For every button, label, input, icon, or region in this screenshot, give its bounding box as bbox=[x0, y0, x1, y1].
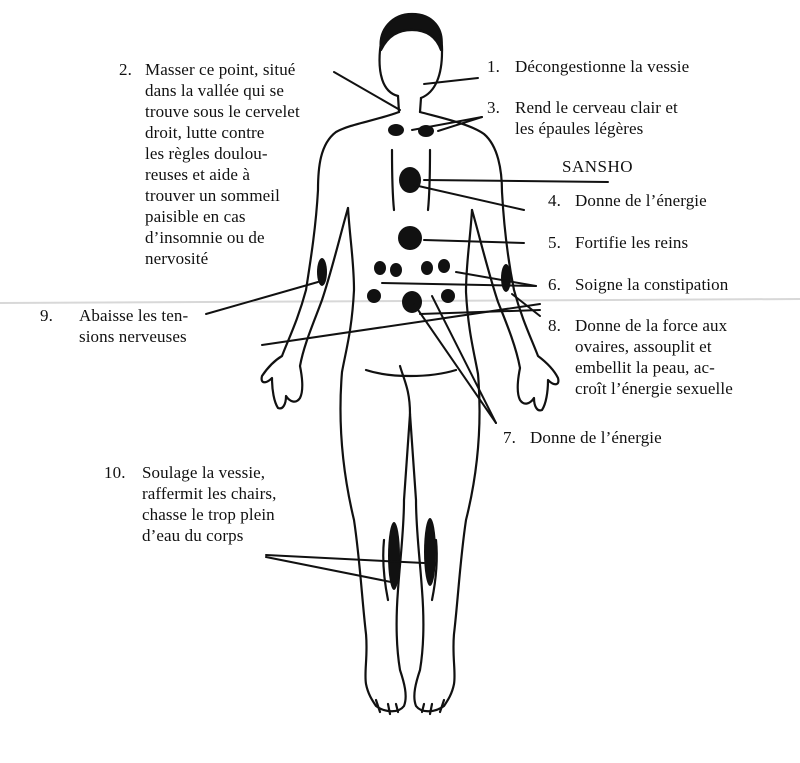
right-knee-line bbox=[430, 538, 438, 602]
leader-6-b bbox=[455, 271, 537, 287]
pressure-points bbox=[317, 124, 511, 590]
label-5: 5. Fortifie les reins bbox=[548, 232, 688, 253]
label-5-text: Fortifie les reins bbox=[575, 233, 689, 252]
sansho-label: SANSHO bbox=[562, 157, 634, 176]
right-arm-outline bbox=[418, 110, 560, 412]
label-1: 1. Décongestionne la vessie bbox=[487, 56, 689, 77]
hip-line bbox=[364, 368, 458, 378]
label-2-number: 2. bbox=[119, 60, 132, 79]
leader-sansho bbox=[423, 179, 609, 183]
label-2-text: Masser ce point, situé dans la vallée qu… bbox=[145, 60, 300, 268]
label-7: 7. Donne de l’énergie bbox=[503, 427, 662, 448]
leader-7-a bbox=[413, 303, 497, 424]
label-10-text: Soulage la vessie, raffermit les chairs,… bbox=[142, 463, 277, 545]
left-knee-line bbox=[382, 538, 390, 602]
leader-8-c bbox=[511, 293, 541, 317]
label-7-number: 7. bbox=[503, 428, 516, 447]
label-4-text: Donne de l’énergie bbox=[575, 191, 707, 210]
hair-shape bbox=[379, 12, 443, 52]
leader-10-b bbox=[265, 556, 397, 584]
leader-3-b bbox=[437, 116, 483, 132]
label-8-number: 8. bbox=[548, 316, 561, 335]
label-8-text: Donne de la force aux ovaires, assouplit… bbox=[575, 316, 733, 398]
label-3-text: Rend le cerveau clair et les épaules lég… bbox=[515, 98, 678, 138]
leader-9 bbox=[205, 281, 319, 315]
point-7-right bbox=[441, 289, 455, 303]
left-foot-toes bbox=[374, 698, 400, 716]
label-2: 2. Masser ce point, situé dans la vallée … bbox=[119, 59, 300, 269]
label-6-text: Soigne la constipation bbox=[575, 275, 729, 294]
leader-1 bbox=[423, 77, 479, 85]
buttock-line bbox=[398, 364, 412, 416]
leader-8-b bbox=[419, 309, 541, 315]
label-9: 9. Abaisse les ten- sions nerveuses bbox=[40, 305, 188, 347]
point-3-left bbox=[388, 124, 404, 136]
label-10: 10. Soulage la vessie, raffermit les chai… bbox=[104, 462, 276, 546]
point-6-c bbox=[421, 261, 433, 275]
torso-left bbox=[339, 206, 412, 713]
paper-fold-line bbox=[0, 298, 800, 304]
label-8: 8. Donne de la force aux ovaires, assoupl… bbox=[548, 315, 733, 399]
label-1-number: 1. bbox=[487, 57, 500, 76]
point-9-left bbox=[317, 258, 327, 286]
label-9-number: 9. bbox=[40, 306, 53, 325]
leader-7-b bbox=[431, 295, 497, 424]
neck-right bbox=[418, 96, 423, 114]
right-foot-toes bbox=[420, 698, 446, 716]
label-10-number: 10. bbox=[104, 463, 126, 482]
label-4: 4. Donne de l’énergie bbox=[548, 190, 707, 211]
leader-5 bbox=[423, 239, 525, 244]
chest-line-left bbox=[390, 148, 396, 212]
label-9-text: Abaisse les ten- sions nerveuses bbox=[79, 306, 189, 346]
leader-8-a bbox=[261, 303, 541, 346]
point-9-right bbox=[501, 264, 511, 292]
point-7-left bbox=[367, 289, 381, 303]
leader-3-a bbox=[411, 116, 483, 131]
point-10-right bbox=[424, 518, 436, 586]
label-1-text: Décongestionne la vessie bbox=[515, 57, 690, 76]
leader-6 bbox=[381, 282, 537, 287]
label-3: 3. Rend le cerveau clair et les épaules l… bbox=[487, 97, 678, 139]
point-6-d bbox=[438, 259, 450, 273]
label-6: 6. Soigne la constipation bbox=[548, 274, 728, 295]
point-5 bbox=[398, 226, 422, 250]
label-7-text: Donne de l’énergie bbox=[530, 428, 662, 447]
label-4-number: 4. bbox=[548, 191, 561, 210]
leader-lines bbox=[205, 71, 609, 584]
label-3-number: 3. bbox=[487, 98, 500, 117]
point-6-a bbox=[374, 261, 386, 275]
point-4 bbox=[399, 167, 421, 193]
leader-10-a bbox=[265, 554, 425, 564]
torso-right bbox=[408, 208, 481, 713]
leader-4 bbox=[413, 184, 525, 211]
leader-2 bbox=[333, 71, 401, 111]
label-5-number: 5. bbox=[548, 233, 561, 252]
point-6-b bbox=[390, 263, 402, 277]
left-arm-outline bbox=[260, 110, 401, 410]
label-6-number: 6. bbox=[548, 275, 561, 294]
point-10-left bbox=[388, 522, 400, 590]
